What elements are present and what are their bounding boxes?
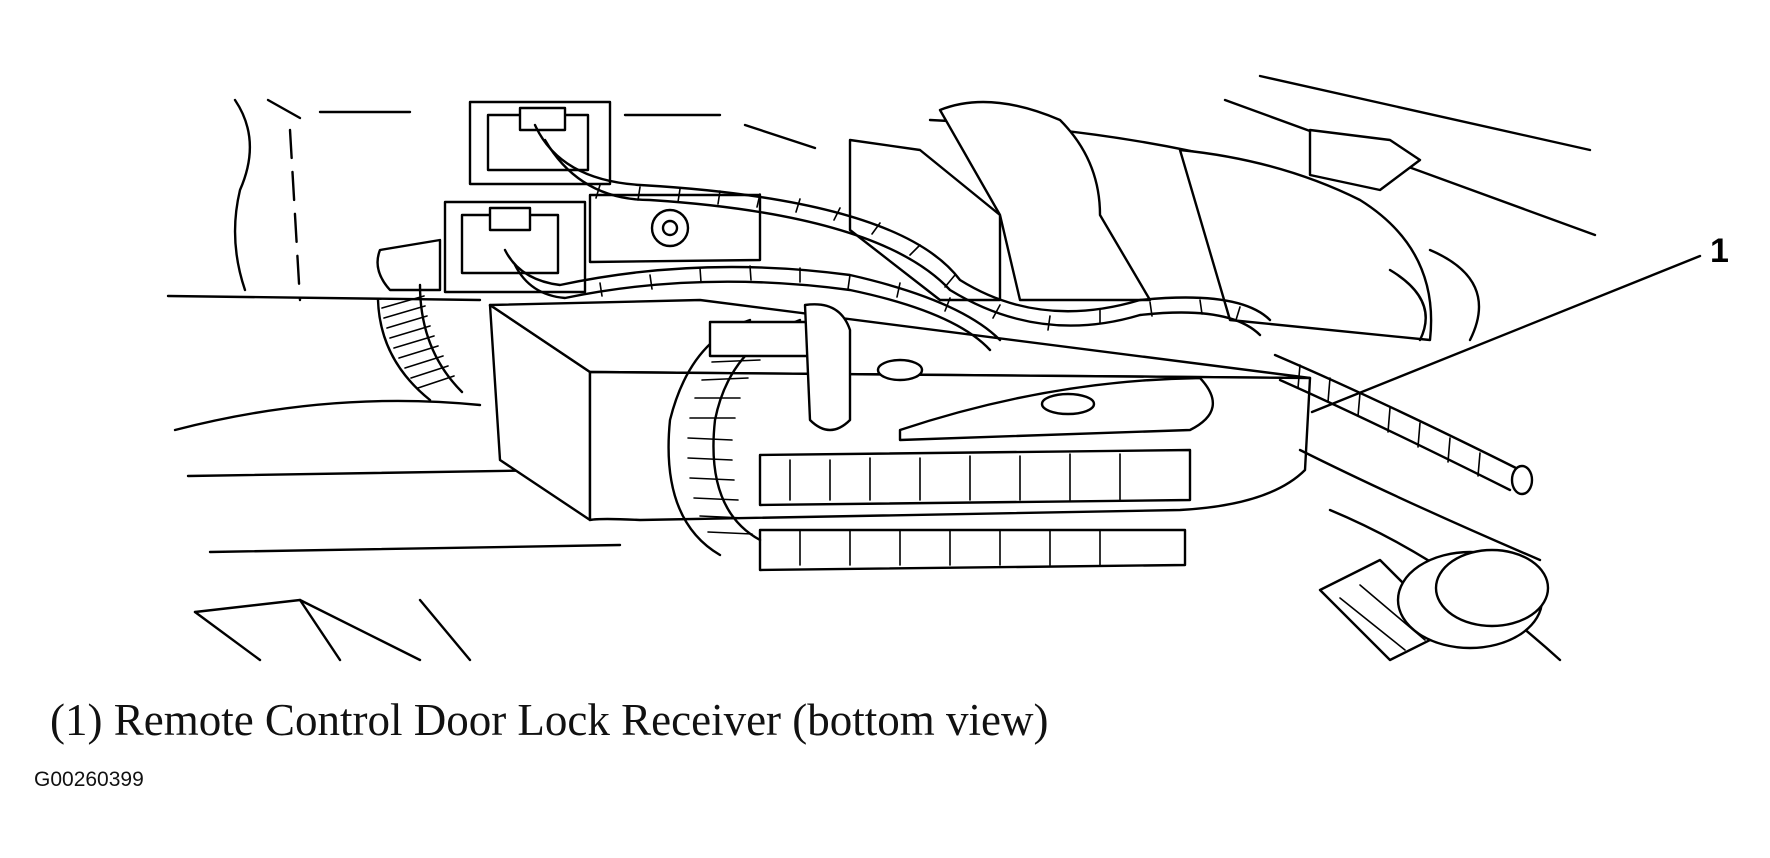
left-coil-hose	[376, 283, 464, 402]
round-plug	[1318, 548, 1550, 662]
figure-id: G00260399	[34, 768, 144, 791]
figure-caption: (1) Remote Control Door Lock Receiver (b…	[50, 695, 1049, 745]
lower-right-cable	[1273, 353, 1562, 662]
callout-leader-line	[1310, 254, 1702, 414]
receiver-illustration	[166, 74, 1702, 662]
upper-bracket-hardware	[588, 100, 1481, 342]
lower-left-bracket	[193, 598, 472, 662]
receiver-module-box	[488, 298, 1312, 572]
callout-number: 1	[1710, 232, 1729, 270]
wiring-harness	[503, 123, 1272, 557]
upper-connectors	[376, 100, 612, 294]
